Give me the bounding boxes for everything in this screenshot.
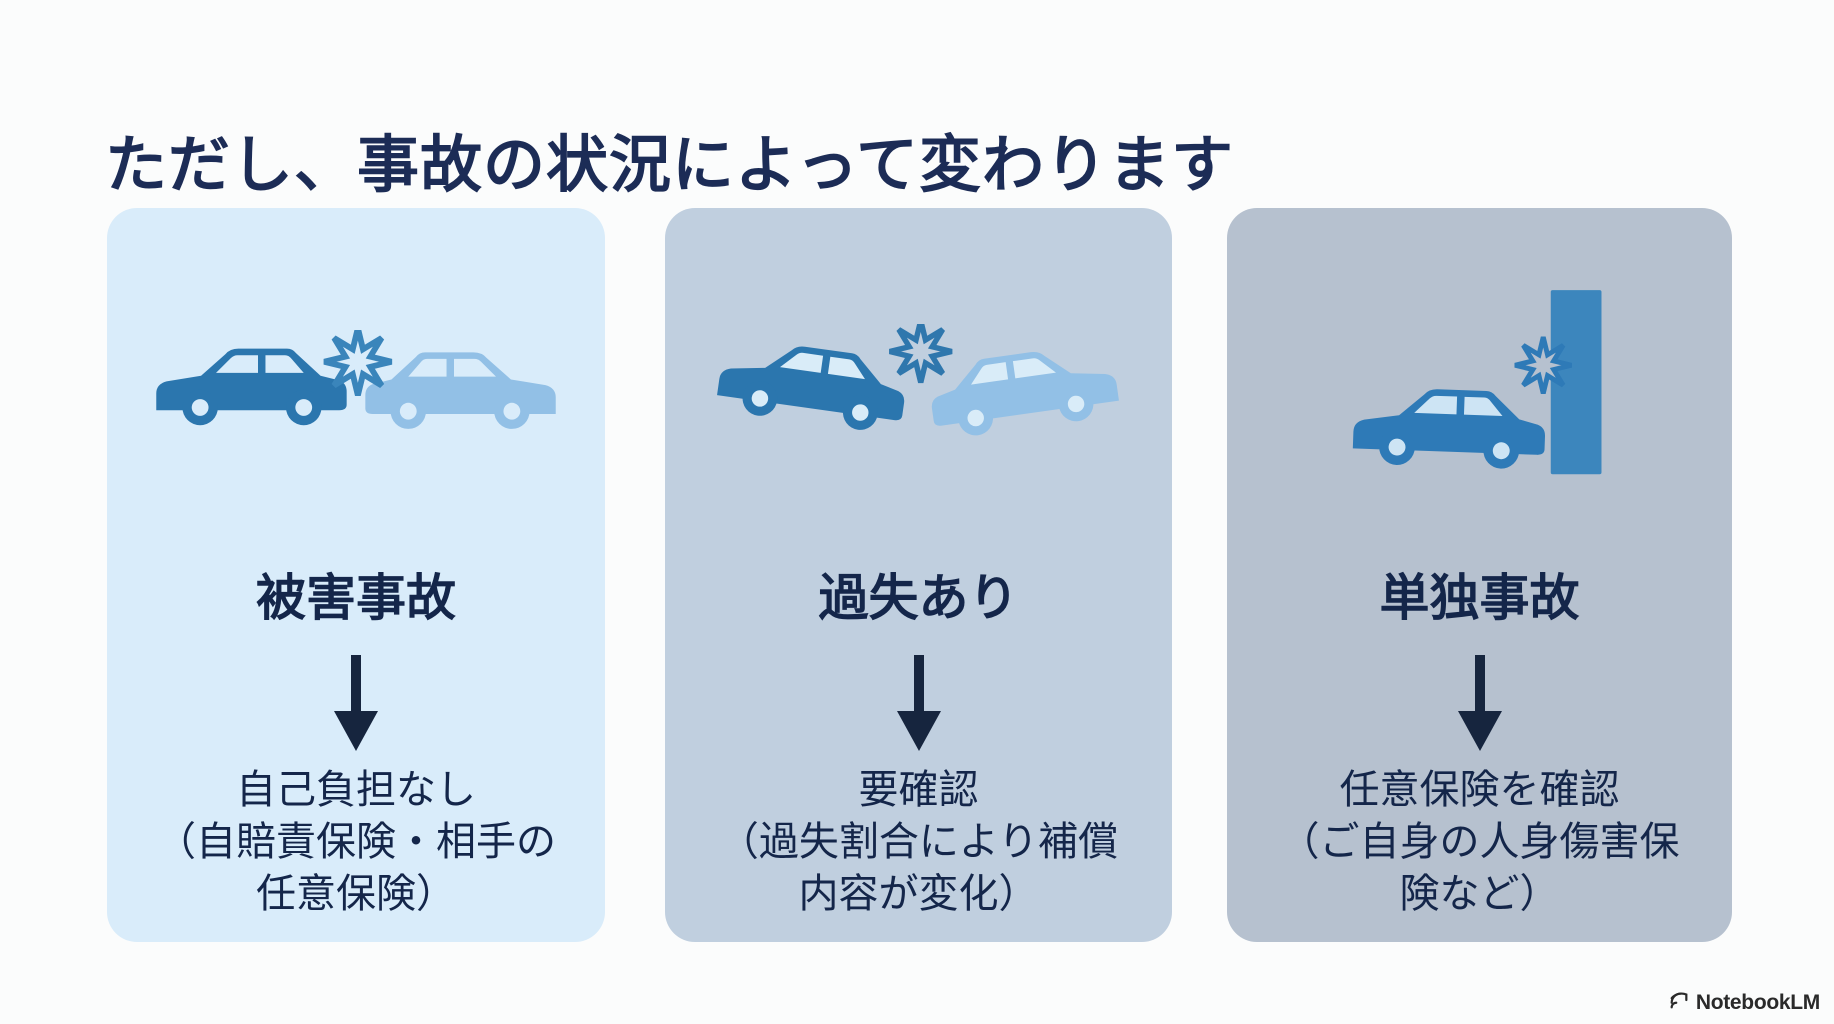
card-victim-accident: 被害事故 自己負担なし （自賠責保険・相手の 任意保険） <box>107 208 605 942</box>
wall-shape <box>1550 290 1602 475</box>
down-arrow-icon <box>326 655 386 751</box>
card-body-text: 任意保険を確認 （ご自身の人身傷害保 険など） <box>1279 768 1680 916</box>
card-heading: 過失あり <box>818 570 1019 626</box>
card-single-accident: 単独事故 任意保険を確認 （ご自身の人身傷害保 険など） <box>1227 208 1732 942</box>
two-cars-angled-collision-icon <box>708 324 1128 452</box>
card-body-text: 要確認 （過失割合により補償 内容が変化） <box>718 768 1119 916</box>
car-hits-wall-icon <box>1299 288 1609 481</box>
down-arrow-icon <box>889 655 949 751</box>
card-body-text: 自己負担なし （自賠責保険・相手の 任意保険） <box>156 768 556 916</box>
card-heading: 単独事故 <box>1379 570 1580 626</box>
card-fault-accident: 過失あり 要確認 （過失割合により補償 内容が変化） <box>665 208 1172 942</box>
page-title: ただし、事故の状況によって変わります <box>105 130 1235 200</box>
two-cars-rear-end-collision-icon <box>141 330 571 442</box>
card-heading: 被害事故 <box>256 570 456 626</box>
notebooklm-label: NotebookLM <box>1695 990 1820 1014</box>
down-arrow-icon <box>1450 655 1510 751</box>
notebooklm-watermark: NotebookLM <box>1668 989 1820 1016</box>
notebooklm-logo-icon <box>1668 989 1690 1016</box>
